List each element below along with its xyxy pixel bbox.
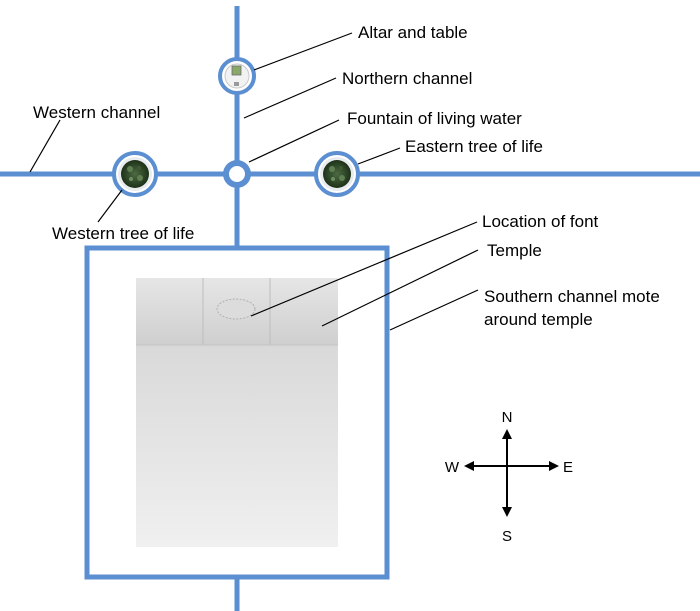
western-tree-of-life-icon xyxy=(112,151,158,197)
label-western-tree-of-life: Western tree of life xyxy=(52,224,194,243)
compass-north: N xyxy=(502,409,513,426)
compass-rose-icon xyxy=(464,429,559,517)
labels: Altar and table Northern channel Fountai… xyxy=(33,23,660,329)
label-western-channel: Western channel xyxy=(33,103,160,122)
leader-western-tree xyxy=(97,189,123,223)
label-fountain-of-living-water: Fountain of living water xyxy=(347,109,522,128)
leader-lines xyxy=(29,32,479,331)
channels xyxy=(0,6,700,611)
label-northern-channel: Northern channel xyxy=(342,69,472,88)
leader-eastern-tree xyxy=(357,147,401,165)
fountain-icon xyxy=(223,160,251,188)
compass-south: S xyxy=(502,528,512,545)
compass-labels: N S W E xyxy=(445,409,573,545)
compass-west: W xyxy=(445,459,460,476)
leader-southern-channel xyxy=(389,289,479,331)
label-temple: Temple xyxy=(487,241,542,260)
temple xyxy=(136,278,338,547)
label-altar-and-table: Altar and table xyxy=(358,23,468,42)
leader-font xyxy=(250,221,478,317)
label-eastern-tree-of-life: Eastern tree of life xyxy=(405,137,543,156)
font-icon xyxy=(216,298,256,320)
leader-altar xyxy=(253,32,353,71)
temple-body xyxy=(136,345,338,547)
leader-fountain xyxy=(248,119,340,163)
altar-icon xyxy=(218,57,256,95)
leader-western-channel xyxy=(29,119,61,173)
leader-temple xyxy=(321,249,479,327)
leader-northern-channel xyxy=(243,77,337,119)
label-southern-channel-line1: Southern channel mote xyxy=(484,287,660,306)
label-southern-channel-line2: around temple xyxy=(484,310,593,329)
compass-east: E xyxy=(563,459,573,476)
label-location-of-font: Location of font xyxy=(482,212,599,231)
eastern-tree-of-life-icon xyxy=(314,151,360,197)
